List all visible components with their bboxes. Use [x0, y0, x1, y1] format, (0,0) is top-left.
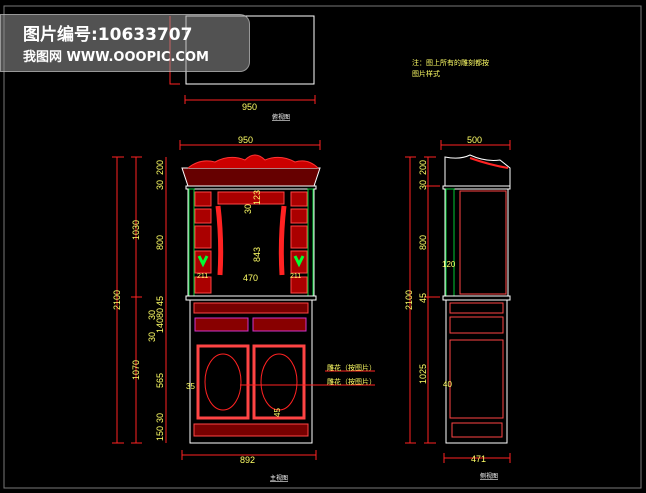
top-view-title: 俯视图 — [272, 113, 290, 121]
seg-150: 150 — [155, 426, 165, 441]
drawer-right[interactable] — [252, 317, 307, 332]
top-view-dimension-lines — [169, 16, 316, 104]
side-apron — [451, 422, 503, 438]
plant-ornaments — [197, 255, 305, 268]
watermark-id: 图片编号:10633707 — [23, 25, 193, 45]
side-view-title: 侧视图 — [480, 472, 498, 480]
watermark-site: 我图网 WWW.OOOPIC.COM — [23, 50, 209, 65]
side-width-bottom: 471 — [471, 454, 486, 464]
column-left — [188, 188, 195, 297]
front-lower-height: 1070 — [131, 360, 141, 380]
side-width-top: 500 — [467, 135, 482, 145]
side-overall-height: 2100 — [404, 290, 414, 310]
seg-30d: 30 — [155, 413, 165, 423]
drawing-frame — [3, 5, 642, 489]
rail-width: 45 — [273, 408, 282, 417]
door-right[interactable] — [252, 344, 306, 420]
side-crown — [444, 154, 511, 186]
seg-565: 565 — [155, 373, 165, 388]
side-seg-200: 200 — [418, 160, 428, 175]
top-view-width: 950 — [242, 102, 257, 112]
post-left-width: 211 — [197, 273, 208, 280]
watermark-banner: 图片编号:10633707 我图网 WWW.OOOPIC.COM — [0, 14, 250, 72]
frieze-carving — [193, 302, 309, 314]
crown — [181, 167, 321, 187]
seg-200: 200 — [155, 160, 165, 175]
callout-carving-1: 雕花（按图片） — [327, 363, 376, 372]
door-left-medallion — [204, 353, 242, 411]
drawer-left[interactable] — [194, 317, 249, 332]
arch-height: 123 — [252, 190, 262, 205]
front-width-top: 950 — [238, 135, 253, 145]
seg-30b: 30 — [147, 310, 157, 320]
lower-cabinet — [189, 299, 313, 444]
apron-carving — [193, 423, 309, 437]
opening-width: 470 — [243, 273, 258, 283]
side-panel-3 — [449, 339, 504, 419]
side-lower — [445, 299, 508, 444]
front-view: 950 892 2100 1030 1070 200 30 800 45 80 … — [112, 135, 376, 482]
side-post-width: 120 — [442, 260, 456, 269]
note-line-2: 图片样式 — [412, 69, 440, 78]
front-view-title: 主视图 — [270, 474, 288, 482]
arch-offset: 30 — [243, 204, 253, 214]
side-column — [445, 188, 455, 297]
post-right-width: 211 — [290, 273, 301, 280]
opening-height: 843 — [252, 247, 262, 262]
side-seg-1025: 1025 — [418, 364, 428, 384]
waist-rail — [185, 295, 317, 301]
side-seg-45: 45 — [418, 293, 428, 303]
seg-30c: 30 — [147, 332, 157, 342]
side-panel-2 — [449, 316, 504, 334]
side-waist — [442, 295, 511, 301]
seg-140: 140 — [155, 318, 165, 333]
seg-45: 45 — [155, 296, 165, 306]
door-right-medallion — [260, 353, 298, 411]
side-leg-width: 40 — [443, 380, 452, 389]
side-crown-carving — [469, 157, 509, 169]
side-width: 35 — [186, 382, 195, 391]
seg-30: 30 — [155, 180, 165, 190]
front-width-bottom: 892 — [240, 455, 255, 465]
side-dimension-lines — [405, 140, 511, 463]
side-upper-panel — [459, 190, 507, 295]
column-right — [307, 188, 314, 297]
side-panel-1 — [449, 302, 504, 314]
side-seg-30: 30 — [418, 180, 428, 190]
front-overall-height: 2100 — [112, 290, 122, 310]
seg-800: 800 — [155, 235, 165, 250]
seg-80: 80 — [155, 308, 165, 318]
note-line-1: 注：图上所有的雕刻都按 — [412, 58, 489, 67]
callout-carving-2: 雕花（按图片） — [327, 377, 376, 386]
door-left[interactable] — [196, 344, 250, 420]
front-dimension-lines — [112, 140, 375, 460]
arch-carving — [215, 205, 287, 276]
crown-carving — [187, 154, 319, 169]
side-seg-800: 800 — [418, 235, 428, 250]
front-upper-height: 1030 — [131, 220, 141, 240]
side-view: 500 471 2100 200 30 800 45 1025 120 40 侧… — [404, 135, 511, 480]
